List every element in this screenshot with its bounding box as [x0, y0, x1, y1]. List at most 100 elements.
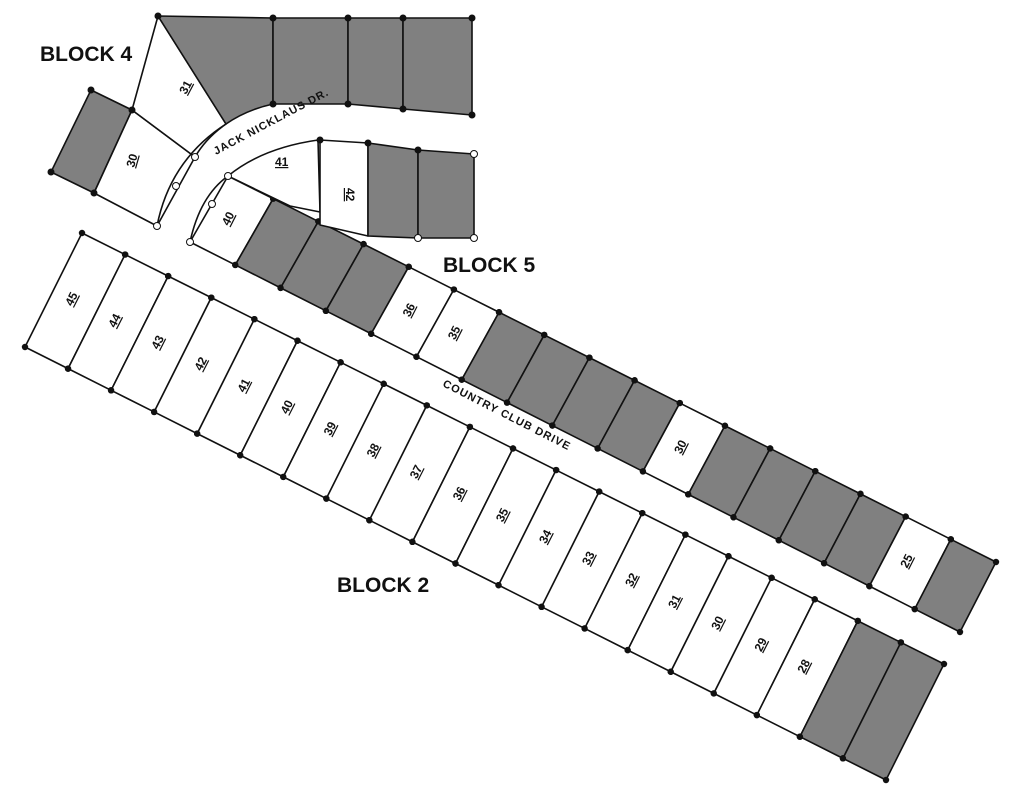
block2-corner-marker [639, 509, 646, 517]
lot-label-block5-42: 42 [343, 188, 357, 202]
block5-corner-marker [549, 422, 556, 429]
block2-corner-marker [667, 668, 674, 675]
block2-corner-marker [237, 452, 244, 459]
lot-block4-sold-b[interactable] [272, 17, 349, 105]
block-label-5: BLOCK 5 [443, 254, 535, 277]
block2-lot-label-33: 33 [579, 549, 598, 568]
block2-corner-marker [78, 229, 86, 237]
block2-corner-marker [725, 553, 732, 560]
block2-corner-marker [796, 733, 804, 740]
block2-lot-label-29: 29 [751, 635, 770, 654]
block2-lot-label-44: 44 [105, 311, 124, 330]
block2-lot-label-41: 41 [235, 376, 254, 395]
lot-block5-sold-b[interactable] [417, 149, 475, 239]
block2-lot-label-38: 38 [364, 441, 383, 460]
block-label-4: BLOCK 4 [40, 43, 132, 66]
block2-corner-marker [854, 617, 861, 625]
block2-corner-marker [452, 560, 459, 567]
block2-corner-marker [107, 387, 115, 394]
block2-corner-marker [423, 402, 430, 409]
lot-block5-sold-a[interactable] [367, 142, 419, 239]
block2-corner-marker [409, 538, 416, 546]
block2-corner-marker [150, 408, 158, 416]
block2-corner-marker [121, 251, 129, 258]
block2-corner-marker [839, 755, 847, 762]
block2-corner-marker [897, 639, 905, 646]
block5-lot-label-35: 35 [445, 323, 464, 342]
block2-lot-label-28: 28 [794, 657, 813, 676]
block5-corner-marker [458, 376, 465, 383]
block2-corner-marker [294, 337, 301, 344]
block2-corner-marker [280, 473, 287, 481]
block-4-lots: 30 31 [50, 15, 473, 227]
block5-corner-marker [730, 514, 737, 521]
block2-corner-marker [380, 380, 387, 388]
block5-corner-marker [450, 286, 458, 293]
block5-lot-label-30: 30 [671, 437, 690, 456]
lot-label-block4-30: 30 [123, 152, 140, 169]
block2-corner-marker [682, 531, 689, 538]
block2-corner-marker [366, 517, 373, 524]
block5-corner-marker [820, 559, 828, 567]
block2-lot-label-45: 45 [62, 290, 81, 309]
block2-corner-marker [552, 466, 560, 474]
block2-corner-marker [538, 603, 545, 610]
block2-lot-label-42: 42 [191, 354, 210, 373]
block5-corner-marker [902, 513, 909, 520]
block2-corner-marker [940, 660, 948, 668]
block2-corner-marker [624, 646, 631, 654]
lot-block4-sold-d[interactable] [402, 17, 473, 116]
block5-corner-marker [685, 491, 692, 498]
jack-nicklaus-inner-curve [189, 175, 229, 243]
block5-corner-marker [367, 330, 375, 337]
lot-block4-sold-c[interactable] [347, 17, 404, 110]
block2-corner-marker [194, 430, 201, 437]
block5-corner-marker [322, 307, 330, 315]
block5-corner-marker [775, 537, 783, 544]
block5-lot-label-40: 40 [219, 209, 238, 228]
block5-lot-label-25: 25 [897, 552, 916, 571]
block5-corner-marker [405, 263, 412, 271]
block2-lot-label-31: 31 [665, 592, 684, 611]
block2-lot-label-34: 34 [536, 527, 555, 546]
block2-lot-label-43: 43 [148, 333, 167, 352]
block5-corner-marker [594, 445, 601, 452]
block2-corner-marker [466, 423, 474, 431]
block2-corner-marker [710, 690, 717, 697]
block5-corner-marker [911, 605, 918, 613]
block2-lot-label-35: 35 [493, 506, 512, 525]
block2-corner-marker [495, 581, 502, 589]
block5-corner-marker [992, 558, 1000, 566]
block2-corner-marker [337, 359, 344, 366]
lot-label-block4-31: 31 [176, 78, 195, 97]
block5-corner-marker [503, 399, 511, 406]
block2-corner-marker [596, 488, 603, 495]
lot-label-block5-41: 41 [275, 155, 289, 169]
block5-lot-label-36: 36 [400, 300, 419, 319]
corner-markers [47, 12, 478, 246]
block2-corner-marker [21, 343, 29, 351]
block5-corner-marker [866, 582, 873, 590]
block-label-2: BLOCK 2 [337, 574, 429, 597]
block2-lot-label-39: 39 [321, 419, 340, 438]
block5-corner-marker [947, 536, 955, 543]
block5-corner-marker [413, 353, 420, 360]
block2-corner-marker [753, 711, 761, 719]
block5-corner-marker [676, 399, 683, 407]
block2-corner-marker [165, 272, 172, 280]
block2-corner-marker [64, 365, 72, 372]
block2-corner-marker [811, 596, 818, 603]
block5-corner-marker [277, 284, 284, 292]
block2-corner-marker [882, 776, 890, 784]
lot-block5-41[interactable] [227, 139, 321, 213]
jack-nicklaus-outer-curve [156, 123, 227, 227]
block2-lot-label-37: 37 [407, 462, 426, 481]
block5-corner-marker [586, 354, 593, 361]
block5-corner-marker [721, 422, 729, 429]
block5-corner-marker [360, 240, 367, 248]
block2-corner-marker [581, 625, 588, 632]
block5-corner-marker [631, 377, 638, 384]
block2-lot-label-40: 40 [278, 398, 297, 417]
